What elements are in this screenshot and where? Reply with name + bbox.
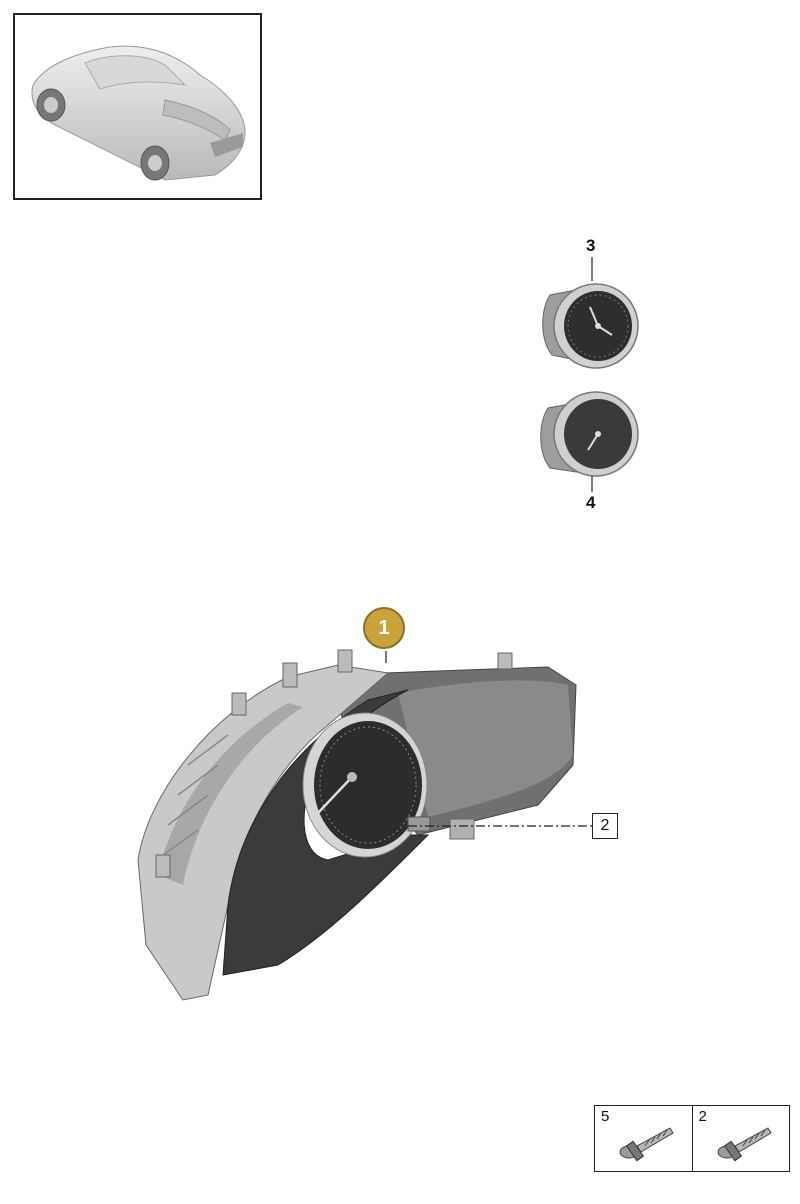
legend-cell-1: 5 — [595, 1106, 692, 1171]
part-number-4: 4 — [586, 493, 596, 512]
legend-quantity: 5 — [601, 1108, 610, 1125]
screw-icon — [717, 1127, 772, 1162]
screw-icon — [619, 1127, 674, 1162]
instrument-cluster — [137, 649, 577, 1001]
part-number-3: 3 — [586, 236, 596, 255]
fastener-legend: 5 2 — [594, 1105, 790, 1172]
part-number-1-badge[interactable]: 1 — [363, 607, 405, 649]
car-illustration — [31, 45, 246, 181]
callout-2-leader-line — [408, 825, 594, 827]
legend-quantity: 2 — [698, 1108, 707, 1125]
analog-clock-lower — [540, 391, 639, 492]
analog-clock-upper — [542, 257, 639, 369]
legend-cell-2: 2 — [691, 1106, 790, 1171]
part-number-2-callout[interactable]: 2 — [592, 813, 618, 839]
vehicle-thumbnail — [13, 13, 262, 200]
